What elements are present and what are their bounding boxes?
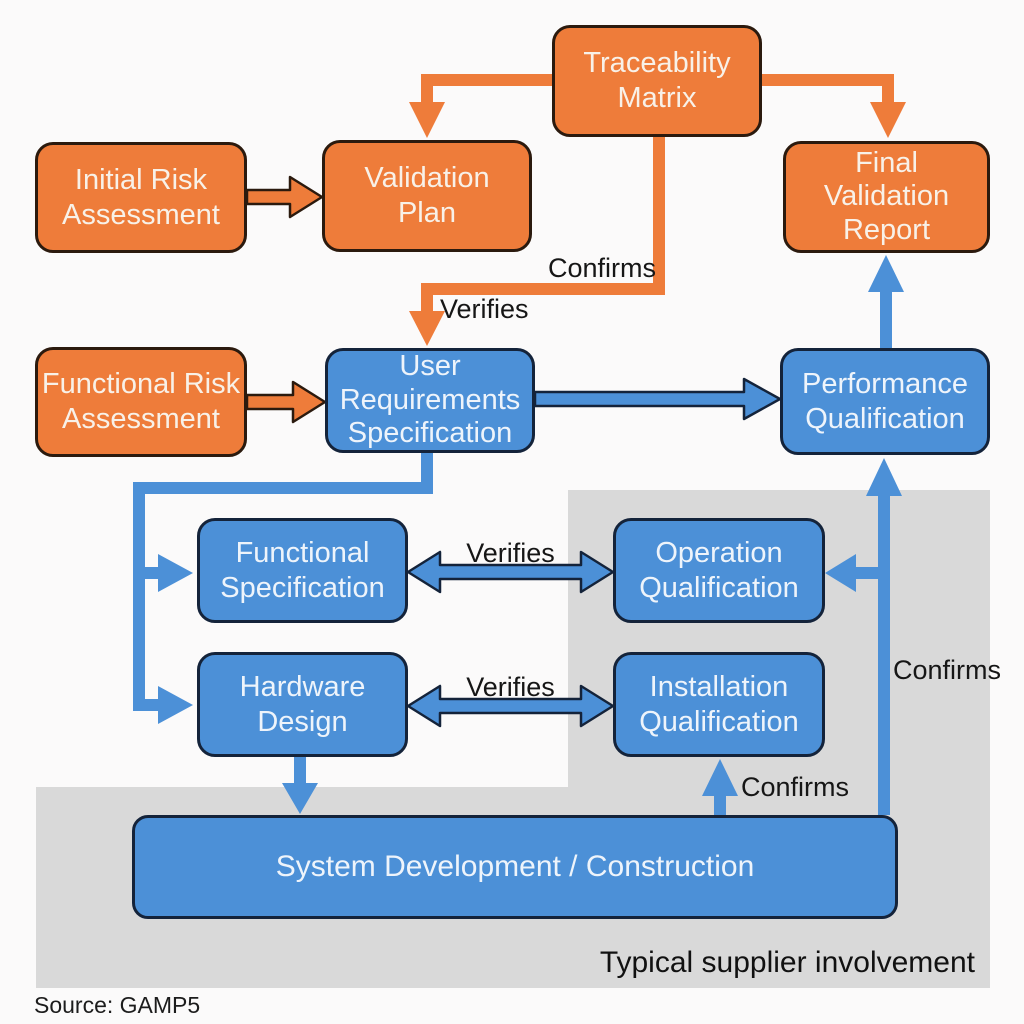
node-installation-qualification: Installation Qualification xyxy=(613,652,825,757)
edge-urs-to-fs-hd xyxy=(133,453,433,724)
node-validation-plan: Validation Plan xyxy=(322,140,532,252)
label-verifies-hd-iq: Verifies xyxy=(466,672,555,702)
edge-ira-to-vp xyxy=(245,175,324,219)
edge-tm-to-urs xyxy=(409,137,665,346)
node-traceability-matrix: Traceability Matrix xyxy=(552,25,762,137)
node-functional-specification: Functional Specification xyxy=(197,518,408,623)
source-label: Source: GAMP5 xyxy=(34,992,201,1018)
supplier-involvement-label: Typical supplier involvement xyxy=(599,946,975,979)
label-confirms-right: Confirms xyxy=(893,655,1002,685)
label-confirms-sd-iq: Confirms xyxy=(741,772,850,802)
node-system-development: System Development / Construction xyxy=(132,815,898,919)
edge-sd-to-pq xyxy=(825,458,902,815)
edge-urs-to-pq xyxy=(533,377,782,421)
edge-fra-to-urs xyxy=(245,380,327,424)
edge-pq-to-fvr xyxy=(868,255,904,348)
edge-tm-to-fvr xyxy=(762,74,906,138)
node-performance-qualification: Performance Qualification xyxy=(780,348,990,455)
label-verifies-fs-oq: Verifies xyxy=(466,538,555,568)
node-initial-risk-assessment: Initial Risk Assessment xyxy=(35,142,247,253)
node-functional-risk-assessment: Functional Risk Assessment xyxy=(35,347,247,457)
label-confirms-top: Confirms xyxy=(548,253,657,283)
node-operation-qualification: Operation Qualification xyxy=(613,518,825,623)
edge-sd-to-iq xyxy=(702,759,738,815)
node-final-validation-report: Final Validation Report xyxy=(783,141,990,253)
node-user-requirements-specification: User Requirements Specification xyxy=(325,348,535,453)
edge-tm-to-vp xyxy=(409,74,552,138)
node-hardware-design: Hardware Design xyxy=(197,652,408,757)
label-verifies-top: Verifies xyxy=(440,294,529,324)
edge-hd-to-sd xyxy=(282,757,318,814)
